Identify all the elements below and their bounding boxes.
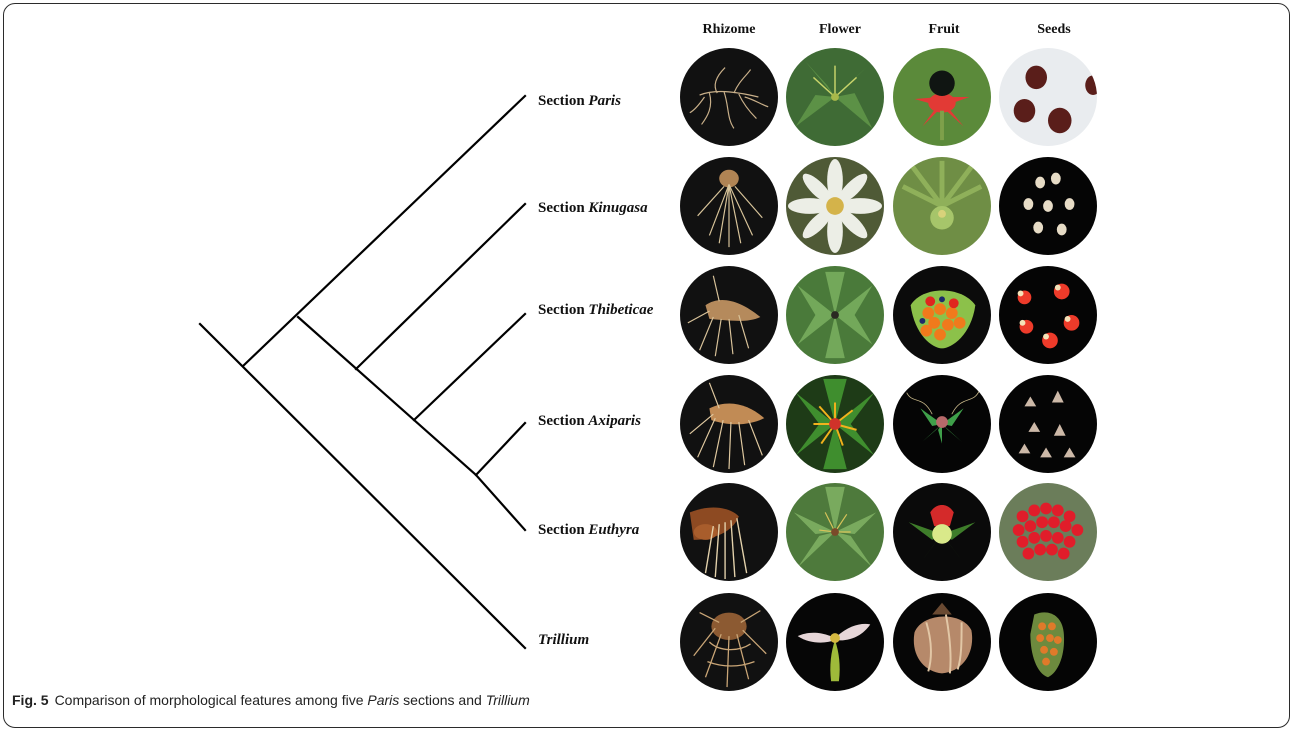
- tree-root-stem: [200, 324, 525, 648]
- branch-kinugasa: [356, 204, 525, 369]
- paris-rhizome-photo: [680, 48, 778, 146]
- trillium-flower-photo: [786, 593, 884, 691]
- kinugasa-rhizome-photo: [680, 157, 778, 255]
- trillium-rhizome-photo: [680, 593, 778, 691]
- label-section-paris: Section Paris: [538, 93, 621, 110]
- kinugasa-fruit-photo: [893, 157, 991, 255]
- column-header-fruit: Fruit: [889, 22, 999, 38]
- euthyra-flower-photo: [786, 483, 884, 581]
- branch-internal-1: [298, 317, 476, 475]
- axiparis-flower-photo: [786, 375, 884, 473]
- paris-fruit-photo: [893, 48, 991, 146]
- label-section-thibeticae: Section Thibeticae: [538, 302, 653, 319]
- figure-number: Fig. 5: [12, 692, 49, 708]
- label-trillium: Trillium: [538, 632, 589, 649]
- thibeticae-seeds-photo: [999, 266, 1097, 364]
- axiparis-fruit-photo: [893, 375, 991, 473]
- label-section-euthyra: Section Euthyra: [538, 522, 639, 539]
- column-header-flower: Flower: [785, 22, 895, 38]
- branch-euthyra: [476, 475, 525, 530]
- label-section-axiparis: Section Axiparis: [538, 413, 641, 430]
- euthyra-fruit-photo: [893, 483, 991, 581]
- branch-axiparis: [476, 423, 525, 475]
- paris-seeds-photo: [999, 48, 1097, 146]
- branch-thibeticae: [414, 314, 525, 420]
- trillium-seeds-photo: [999, 593, 1097, 691]
- label-section-kinugasa: Section Kinugasa: [538, 200, 648, 217]
- thibeticae-fruit-photo: [893, 266, 991, 364]
- euthyra-rhizome-photo: [680, 483, 778, 581]
- paris-flower-photo: [786, 48, 884, 146]
- column-header-rhizome: Rhizome: [674, 22, 784, 38]
- kinugasa-flower-photo: [786, 157, 884, 255]
- column-header-seeds: Seeds: [999, 22, 1109, 38]
- kinugasa-seeds-photo: [999, 157, 1097, 255]
- branch-paris: [243, 96, 525, 366]
- trillium-fruit-photo: [893, 593, 991, 691]
- axiparis-rhizome-photo: [680, 375, 778, 473]
- thibeticae-flower-photo: [786, 266, 884, 364]
- thibeticae-rhizome-photo: [680, 266, 778, 364]
- axiparis-seeds-photo: [999, 375, 1097, 473]
- euthyra-seeds-photo: [999, 483, 1097, 581]
